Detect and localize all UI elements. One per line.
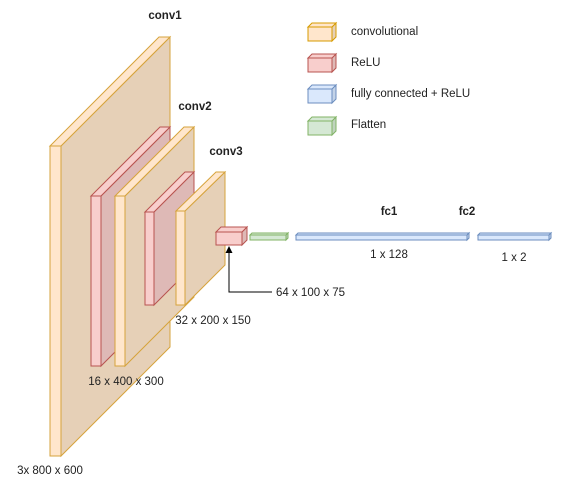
legend-label-flatten: Flatten xyxy=(351,119,386,131)
legend-label-fully-connected: fully connected + ReLU xyxy=(351,88,470,100)
relu2-front-face xyxy=(144,211,155,306)
relu3-top-face xyxy=(214,226,249,233)
relu3-block xyxy=(214,225,249,247)
relu1-dimension-label: 16 x 400 x 300 xyxy=(88,376,163,388)
legend-swatch-fully-connected xyxy=(307,88,333,104)
conv3-title: conv3 xyxy=(209,146,242,158)
conv3-front-face xyxy=(175,210,186,306)
relu3-dimension-label: 64 x 100 x 75 xyxy=(276,287,345,299)
fc1-title: fc1 xyxy=(381,206,398,218)
legend-item-fully-connected: fully connected + ReLU xyxy=(306,83,470,105)
legend-swatch-relu-top xyxy=(306,53,338,59)
legend-item-relu: ReLU xyxy=(306,52,380,74)
legend: convolutional ReLU fully connected + ReL… xyxy=(306,21,470,137)
legend-swatch-convolutional-top xyxy=(306,22,338,28)
legend-item-flatten: Flatten xyxy=(306,115,386,137)
fc2-front-face xyxy=(477,234,550,241)
legend-swatch-fc-top xyxy=(306,84,338,90)
fc2-dimension-label: 1 x 2 xyxy=(502,252,527,264)
arrow-head xyxy=(225,246,233,253)
arrow-line xyxy=(228,252,272,293)
legend-swatch-relu xyxy=(307,57,333,73)
flatten-block xyxy=(248,231,290,242)
legend-swatch-flatten xyxy=(307,120,333,136)
flatten-front-face xyxy=(249,234,287,241)
fc2-block xyxy=(476,231,553,242)
legend-label-relu: ReLU xyxy=(351,57,380,69)
legend-item-convolutional: convolutional xyxy=(306,21,418,43)
fc1-dimension-label: 1 x 128 xyxy=(370,249,408,261)
conv2-title: conv2 xyxy=(178,101,211,113)
legend-swatch-convolutional xyxy=(307,26,333,42)
relu3-dimension-arrow xyxy=(225,246,272,293)
relu3-front-face xyxy=(215,231,243,246)
relu2-dimension-label: 32 x 200 x 150 xyxy=(175,315,250,327)
conv3-block xyxy=(174,170,227,307)
input-dimension-label: 3x 800 x 600 xyxy=(17,465,83,477)
conv1-front-face xyxy=(49,145,62,457)
relu1-front-face xyxy=(90,195,102,367)
fc1-front-face xyxy=(295,234,468,241)
legend-label-convolutional: convolutional xyxy=(351,26,418,38)
legend-swatch-flatten-top xyxy=(306,116,338,122)
fc1-block xyxy=(294,231,471,242)
conv2-front-face xyxy=(114,195,126,367)
fc2-title: fc2 xyxy=(459,206,476,218)
conv1-title: conv1 xyxy=(148,10,182,22)
